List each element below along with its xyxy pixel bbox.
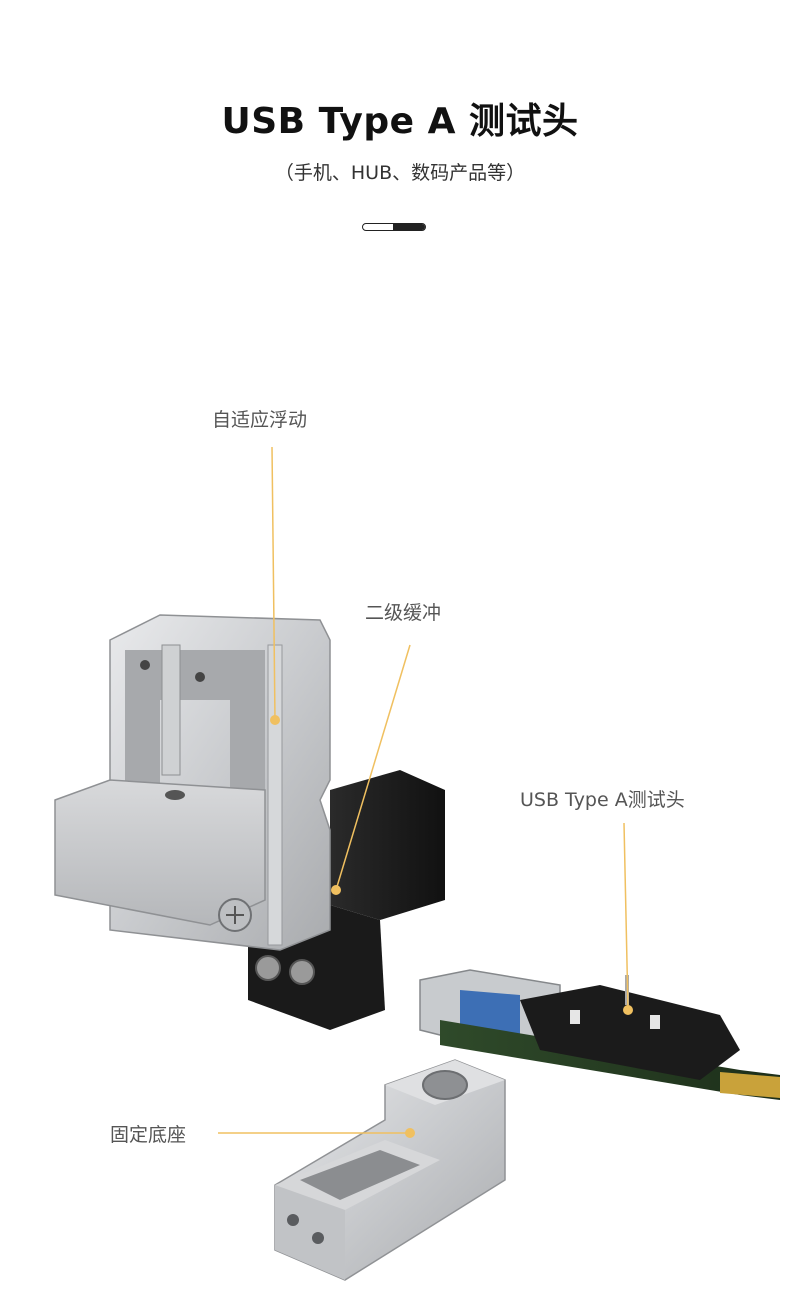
usb-probe — [419, 969, 780, 1100]
page-subtitle: （手机、HUB、数码产品等） — [274, 162, 526, 184]
page-title: USB Type A 测试头 — [221, 101, 579, 142]
floating-housing — [54, 614, 331, 951]
fixed-base — [274, 1059, 506, 1281]
callout-probe-label: USB Type A测试头 — [520, 789, 685, 811]
leader-lines — [218, 446, 633, 1138]
divider-fill — [393, 224, 425, 230]
title-divider — [362, 223, 426, 231]
callout-floating-label: 自适应浮动 — [212, 409, 308, 431]
callout-buffer-label: 二级缓冲 — [365, 602, 442, 624]
callout-base-label: 固定底座 — [110, 1124, 187, 1146]
